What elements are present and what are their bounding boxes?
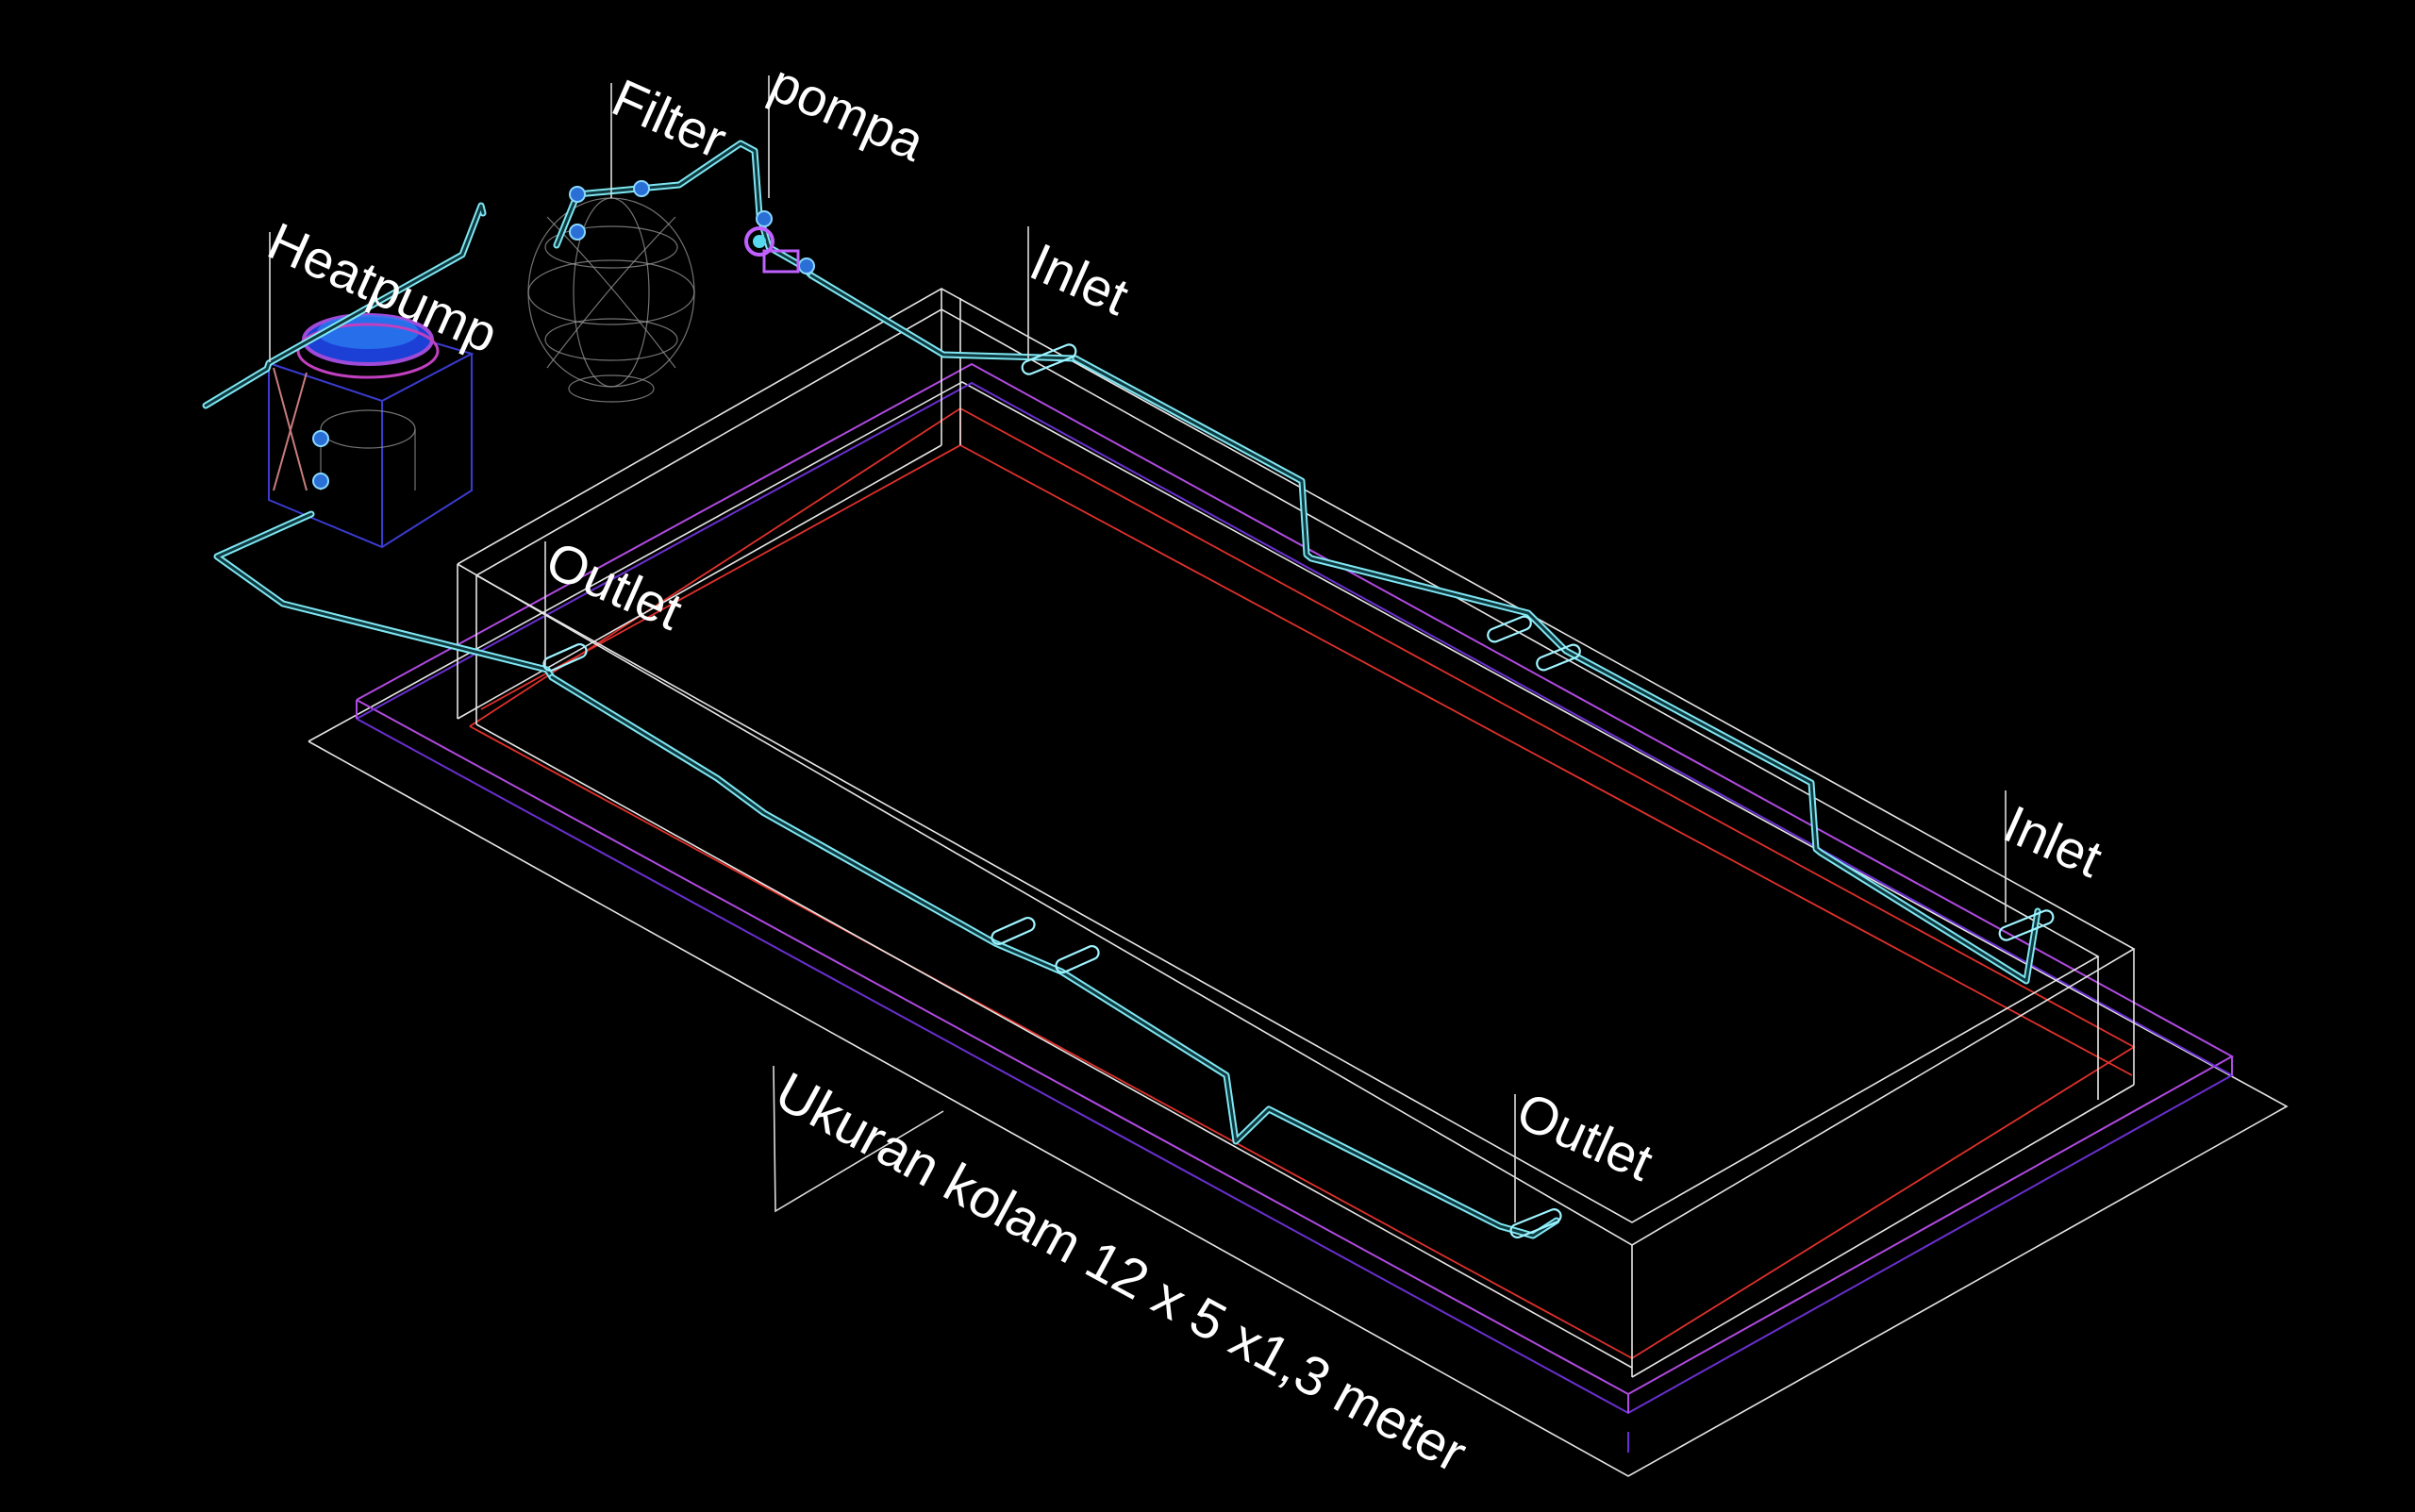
valve-icon (569, 224, 586, 241)
inlet-fitting-mid-1 (1487, 615, 1581, 672)
inlet-top-label: Inlet (1022, 231, 1138, 326)
valve-icon (312, 430, 329, 447)
inlet-right-label: Inlet (1995, 793, 2111, 889)
pool-walls (457, 288, 2136, 1378)
outlet-fitting-bottom (1509, 1208, 1562, 1238)
valve-icon (798, 258, 815, 274)
filter-tank (527, 197, 695, 403)
valves (312, 180, 815, 490)
pompa-label: pompa (761, 52, 934, 173)
pump (744, 226, 800, 274)
outlet-bottom-label: Outlet (1508, 1080, 1662, 1192)
valve-icon (569, 186, 586, 203)
outlet-fitting-mid (991, 916, 1100, 974)
inlet-fitting-top (1021, 343, 1077, 375)
ground-plane (308, 381, 2289, 1477)
outlet-fitting-left (542, 642, 588, 673)
valve-icon (633, 180, 650, 197)
inlet-fitting-right (1998, 909, 2055, 941)
valve-icon (312, 473, 329, 490)
leader-lines (269, 75, 2007, 1222)
valve-icon (756, 210, 773, 227)
pool-slab (356, 362, 2235, 1453)
filter-label: Filter (604, 67, 735, 169)
fittings (542, 343, 2055, 1238)
